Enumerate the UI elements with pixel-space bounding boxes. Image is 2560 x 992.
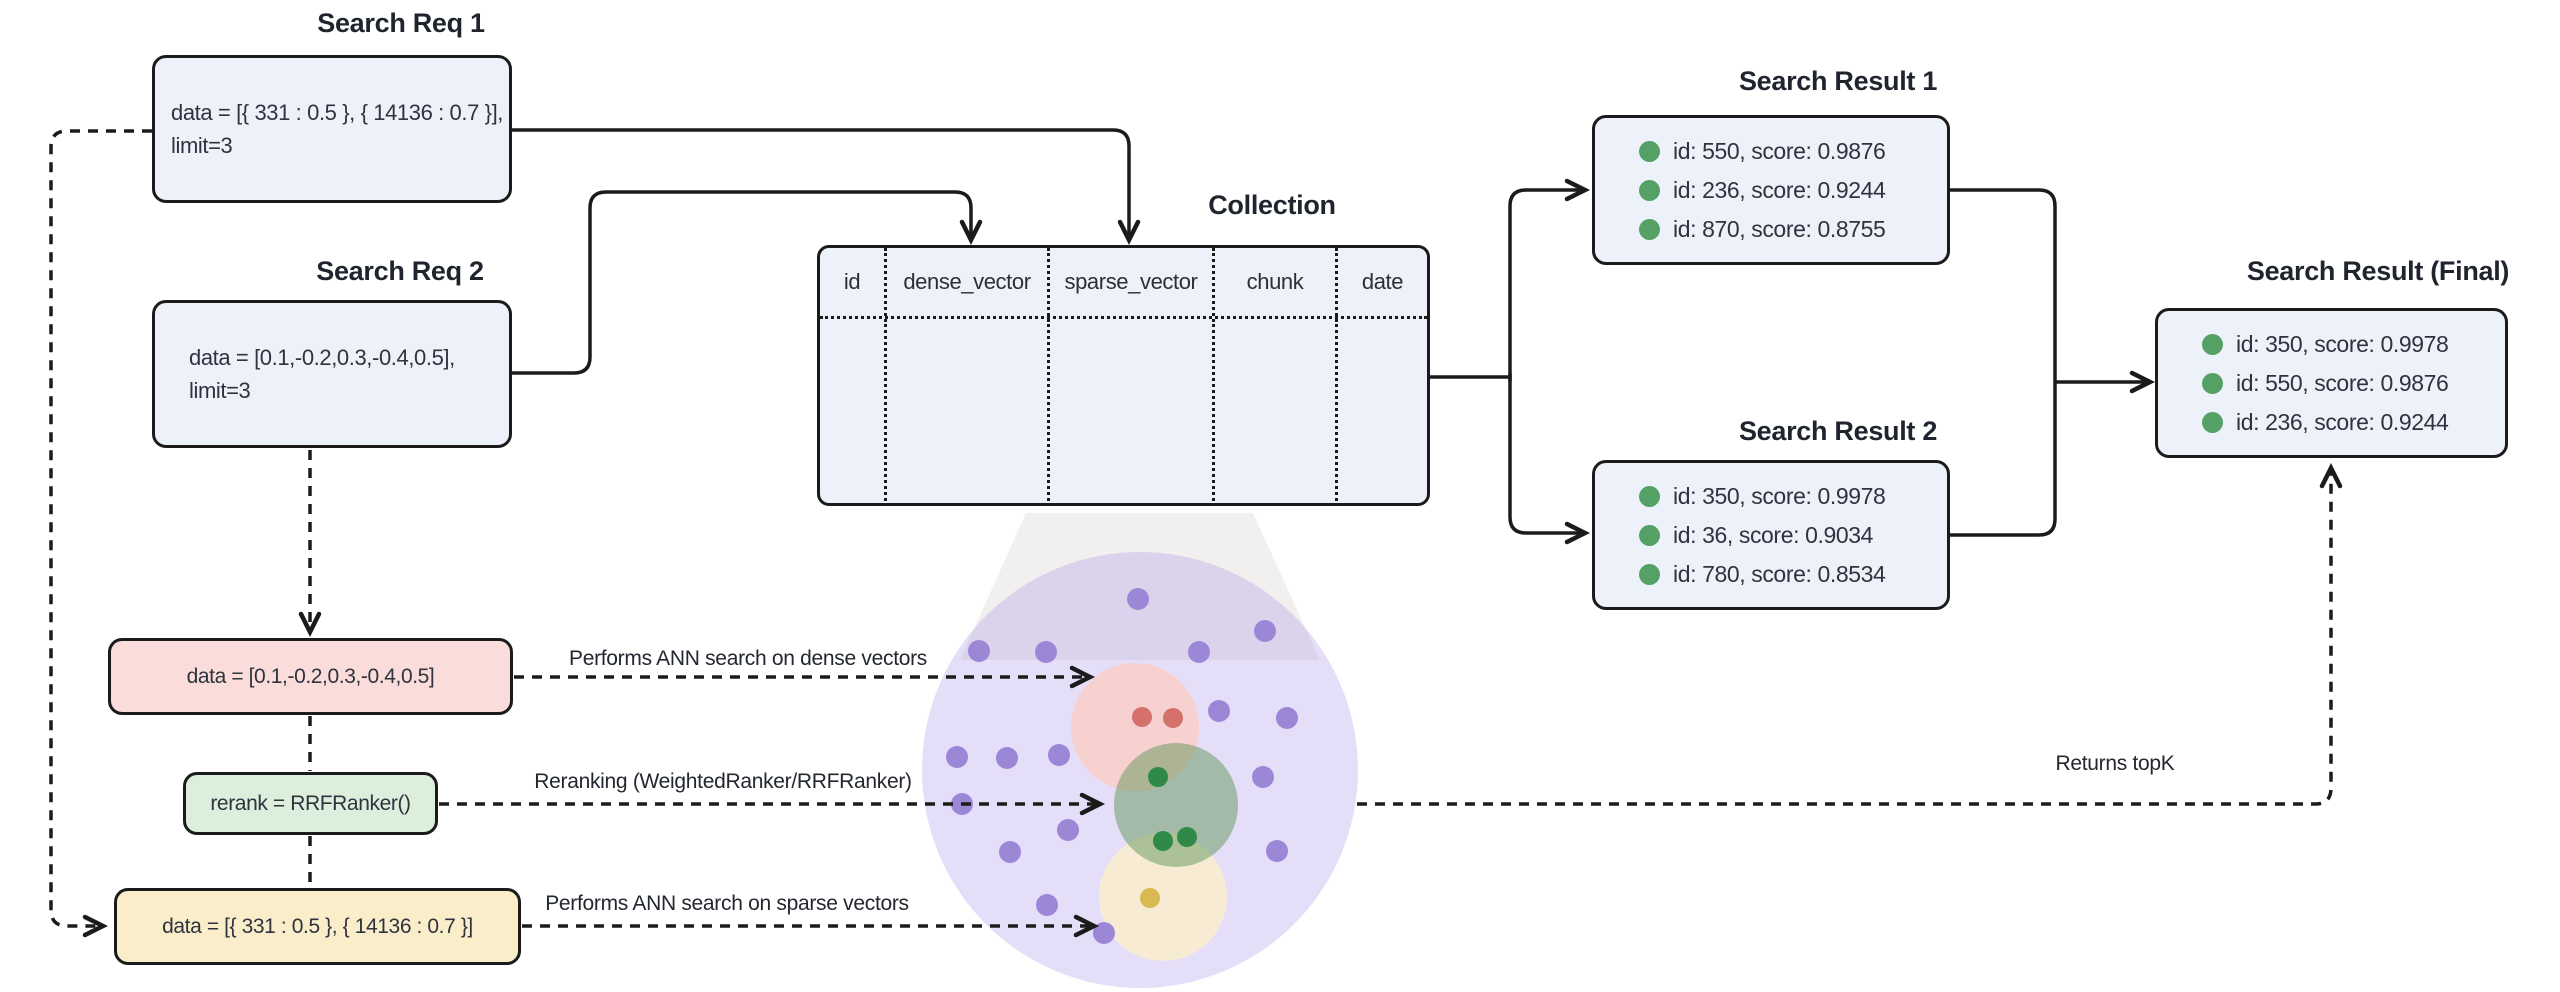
line-result2-to-merge	[1950, 382, 2057, 537]
purple-dot	[996, 747, 1018, 769]
column-date: date	[1335, 248, 1427, 316]
result-text: id: 780, score: 0.8534	[1673, 560, 1886, 587]
dense-query-node: data = [0.1,-0.2,0.3,-0.4,0.5]	[108, 638, 513, 715]
green-dot	[1153, 831, 1173, 851]
sparse-cluster-circle	[1099, 833, 1227, 961]
purple-dot	[1093, 922, 1115, 944]
yellow-dot	[1140, 888, 1160, 908]
search-req-2-node: data = [0.1,-0.2,0.3,-0.4,0.5], limit=3	[152, 300, 512, 448]
result-bullet-icon	[1639, 179, 1660, 201]
dashed-returns-topk-arrow	[1357, 462, 2343, 806]
purple-dot	[1127, 588, 1149, 610]
result-bullet-icon	[2202, 333, 2223, 355]
dense-query-text: data = [0.1,-0.2,0.3,-0.4,0.5]	[186, 664, 435, 688]
purple-dot	[1276, 707, 1298, 729]
purple-dot	[1188, 641, 1210, 663]
purple-dot	[1266, 840, 1288, 862]
result-bullet-icon	[1639, 140, 1660, 162]
sparse-query-text: data = [{ 331 : 0.5 }, { 14136 : 0.7 }]	[162, 914, 473, 938]
result-text: id: 550, score: 0.9876	[2236, 369, 2449, 396]
rerank-text: rerank = RRFRanker()	[210, 791, 411, 815]
projection-cone	[960, 513, 1320, 660]
cluster-dots	[946, 588, 1298, 944]
result-bullet-icon	[2202, 411, 2223, 433]
req1-data-line: data = [{ 331 : 0.5 }, { 14136 : 0.7 }],	[171, 100, 504, 125]
column-id: id	[843, 269, 861, 294]
result-row: id: 350, score: 0.9978	[1639, 483, 1947, 510]
result-bullet-icon	[1639, 524, 1660, 546]
purple-dot	[1035, 641, 1057, 663]
search-req-1-node: data = [{ 331 : 0.5 }, { 14136 : 0.7 }],…	[152, 55, 512, 203]
result-text: id: 236, score: 0.9244	[2236, 408, 2449, 435]
search-result-2-node: id: 350, score: 0.9978 id: 36, score: 0.…	[1592, 460, 1950, 610]
search-result-final-node: id: 350, score: 0.9978 id: 550, score: 0…	[2155, 308, 2508, 458]
arrow-fork-to-result2	[1508, 373, 1591, 545]
sparse-query-node: data = [{ 331 : 0.5 }, { 14136 : 0.7 }]	[114, 888, 521, 965]
purple-dot	[968, 640, 990, 662]
result-row: id: 350, score: 0.9978	[2202, 331, 2505, 358]
search-result-1-node: id: 550, score: 0.9876 id: 236, score: 0…	[1592, 115, 1950, 265]
rerank-label: Reranking (WeightedRanker/RRFRanker)	[534, 770, 912, 793]
req2-limit-line: limit=3	[189, 378, 251, 403]
result-row: id: 236, score: 0.9244	[1639, 177, 1947, 204]
search-req-1-title: Search Req 1	[317, 8, 485, 38]
result-row: id: 236, score: 0.9244	[2202, 409, 2505, 436]
result-bullet-icon	[1639, 485, 1660, 507]
result-row: id: 780, score: 0.8534	[1639, 561, 1947, 588]
dense-search-label: Performs ANN search on dense vectors	[568, 647, 928, 670]
arrow-req2-to-collection	[512, 190, 983, 375]
collection-empty-row	[820, 319, 1427, 506]
column-sparse-vector: sparse_vector	[1047, 248, 1212, 316]
result-text: id: 36, score: 0.9034	[1673, 521, 1874, 548]
purple-dot	[1208, 700, 1230, 722]
result-text: id: 550, score: 0.9876	[1673, 137, 1886, 164]
purple-dot	[1036, 894, 1058, 916]
collection-title: Collection	[1208, 190, 1336, 220]
rerank-node: rerank = RRFRanker()	[183, 772, 438, 835]
sparse-search-label: Performs ANN search on sparse vectors	[545, 892, 909, 915]
purple-dot	[999, 841, 1021, 863]
search-req-2-title: Search Req 2	[316, 256, 484, 286]
search-result-1-title: Search Result 1	[1738, 66, 1938, 96]
result-text: id: 870, score: 0.8755	[1673, 215, 1886, 242]
result-row: id: 36, score: 0.9034	[1639, 522, 1947, 549]
result-bullet-icon	[1639, 563, 1660, 585]
result-row: id: 550, score: 0.9876	[1639, 138, 1947, 165]
result-text: id: 350, score: 0.9978	[1673, 482, 1886, 509]
result-bullet-icon	[1639, 218, 1660, 240]
column-chunk: chunk	[1212, 248, 1335, 316]
purple-dot	[946, 746, 968, 768]
arrow-fork-to-result1	[1508, 178, 1591, 381]
req1-limit-line: limit=3	[171, 133, 233, 158]
search-result-final-title: Search Result (Final)	[2246, 256, 2510, 286]
purple-dot	[1057, 819, 1079, 841]
purple-dot	[1252, 766, 1274, 788]
column-dense-vector: dense_vector	[884, 248, 1047, 316]
line-result1-to-merge	[1950, 188, 2057, 382]
purple-dot	[1254, 620, 1276, 642]
green-dot	[1148, 767, 1168, 787]
purple-dot	[1048, 744, 1070, 766]
rerank-cluster-circle	[1114, 743, 1238, 867]
returns-topk-label: Returns topK	[2055, 752, 2175, 775]
result-bullet-icon	[2202, 372, 2223, 394]
dashed-req1-to-sparse-box	[49, 129, 152, 938]
result-text: id: 236, score: 0.9244	[1673, 176, 1886, 203]
collection-header-row: id dense_vector sparse_vector chunk date	[820, 248, 1427, 319]
result-row: id: 870, score: 0.8755	[1639, 216, 1947, 243]
search-result-2-title: Search Result 2	[1738, 416, 1938, 446]
red-dot	[1132, 707, 1152, 727]
arrow-req1-to-collection	[512, 128, 1141, 246]
red-dot	[1163, 708, 1183, 728]
result-text: id: 350, score: 0.9978	[2236, 330, 2449, 357]
green-dot	[1177, 827, 1197, 847]
req2-data-line: data = [0.1,-0.2,0.3,-0.4,0.5],	[189, 345, 455, 370]
collection-table: id dense_vector sparse_vector chunk date	[817, 245, 1430, 506]
result-row: id: 550, score: 0.9876	[2202, 370, 2505, 397]
